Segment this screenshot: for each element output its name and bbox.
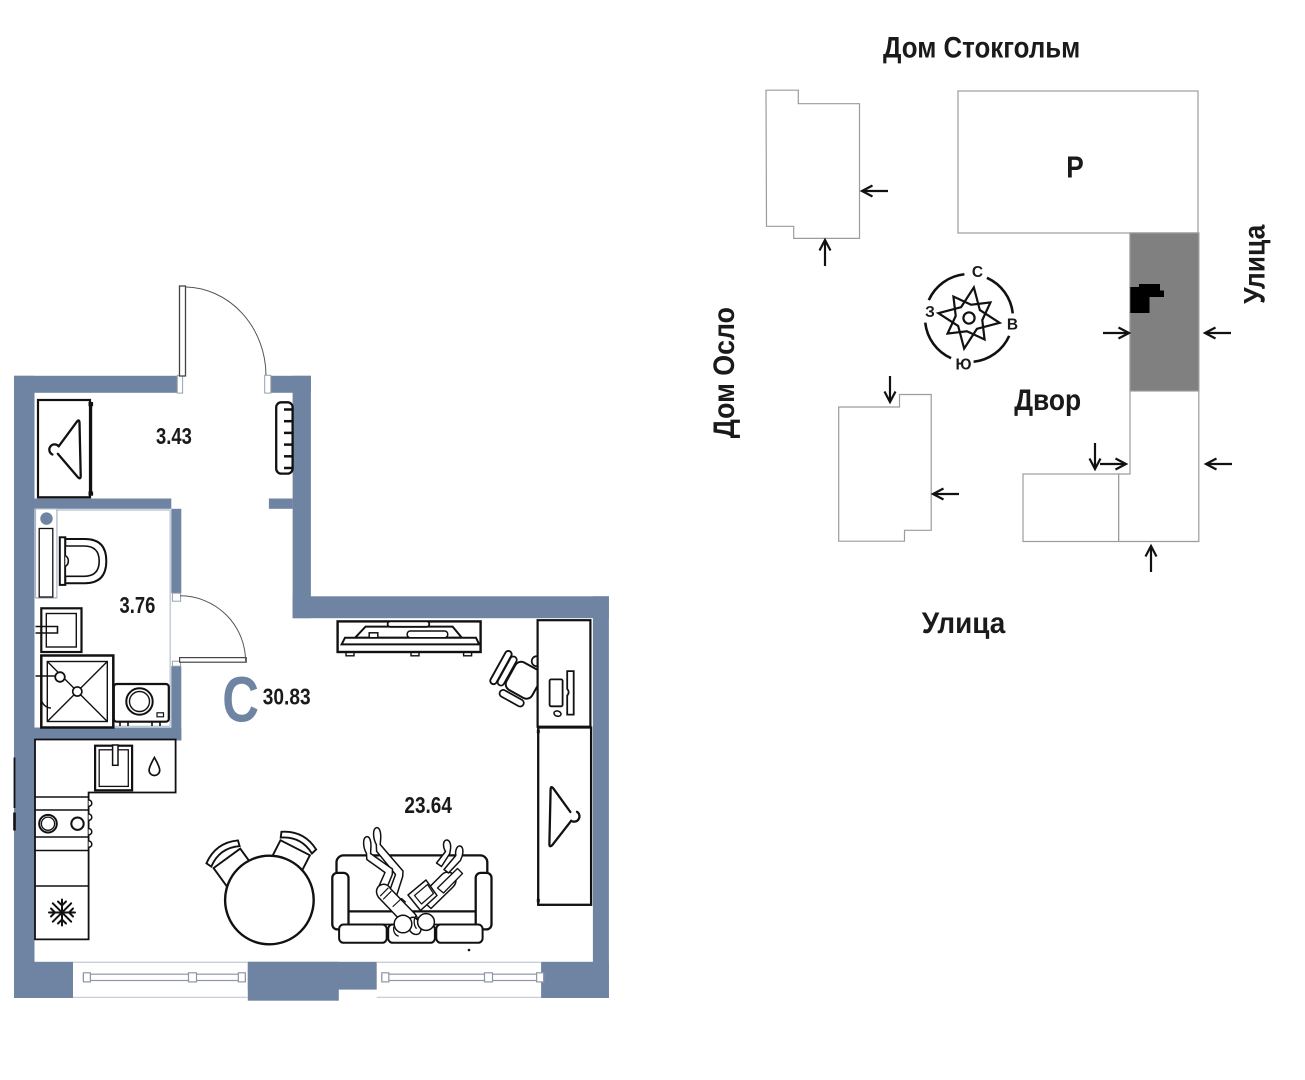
svg-text:З: З xyxy=(925,304,935,321)
svg-text:Ю: Ю xyxy=(956,357,972,374)
svg-text:В: В xyxy=(1007,317,1018,334)
svg-text:Р: Р xyxy=(1066,150,1084,185)
svg-text:Улица: Улица xyxy=(922,607,1006,640)
svg-text:С: С xyxy=(222,664,259,736)
svg-text:С: С xyxy=(972,264,983,281)
svg-text:3.43: 3.43 xyxy=(156,423,192,449)
svg-text:Двор: Двор xyxy=(1014,384,1081,417)
svg-text:Улица: Улица xyxy=(1239,224,1272,304)
svg-text:23.64: 23.64 xyxy=(404,792,452,818)
svg-text:3.76: 3.76 xyxy=(120,592,156,618)
svg-text:Дом Осло: Дом Осло xyxy=(708,307,741,438)
svg-text:30.83: 30.83 xyxy=(263,683,311,709)
svg-text:Дом Стокгольм: Дом Стокгольм xyxy=(883,31,1080,64)
